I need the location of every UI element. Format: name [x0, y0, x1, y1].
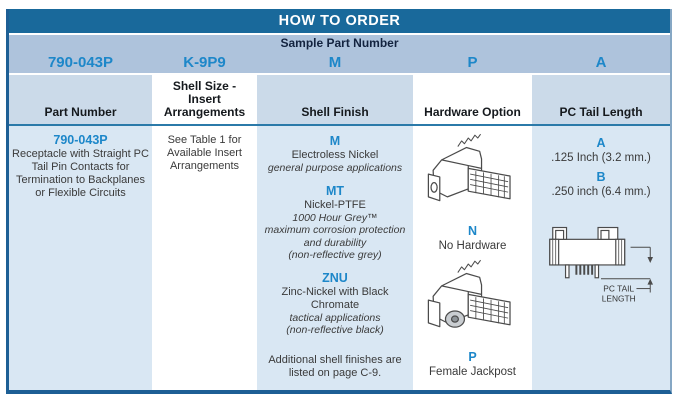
finish-option-m: M Electroless Nickel general purpose app… [268, 134, 402, 175]
connector-female-jackpost-illustration [427, 259, 511, 328]
pc-tail-length-diagram: PC TAIL LENGTH [549, 226, 653, 303]
finish-code: MT [325, 183, 345, 198]
tail-code-a: A [596, 136, 606, 150]
finish-note: 1000 Hour Grey™ [292, 211, 378, 224]
shell-finish-footnote: Additional shell finishes are listed on … [268, 354, 402, 379]
tail-label-b: .250 inch (6.4 mm.) [551, 186, 651, 198]
header-shell-size: Shell Size - Insert Arrangements [152, 75, 257, 124]
finish-option-znu: ZNU Zinc-Nickel with Black Chromate tact… [260, 271, 410, 337]
finish-note: tactical applications [289, 311, 381, 324]
header-hardware-option: Hardware Option [413, 75, 532, 124]
sample-part-number-label: Sample Part Number [9, 35, 670, 51]
header-shell-finish: Shell Finish [257, 75, 413, 124]
column-part-number: 790-043P Receptacle with Straight PC Tai… [9, 126, 152, 390]
hardware-code-p: P [468, 350, 477, 364]
finish-name: Nickel-PTFE [304, 198, 366, 211]
sample-part-number-row: 790-043P K-9P9 M P A [9, 51, 670, 73]
sample-code-part-number: 790-043P [47, 53, 114, 71]
how-to-order-table: HOW TO ORDER Sample Part Number 790-043P… [6, 9, 672, 394]
sample-code-hardware: P [467, 53, 478, 71]
column-pc-tail-length: A .125 Inch (3.2 mm.) B .250 inch (6.4 m… [532, 126, 670, 390]
table-body: 790-043P Receptacle with Straight PC Tai… [9, 126, 670, 390]
finish-note: (non-reflective black) [286, 324, 384, 336]
sample-code-shell-finish: M [328, 53, 342, 71]
part-number-code: 790-043P [53, 133, 108, 147]
hardware-label-p: Female Jackpost [429, 366, 516, 378]
header-pc-tail-length: PC Tail Length [532, 75, 670, 124]
tail-code-b: B [596, 170, 606, 184]
diagram-label-pc-tail: PC TAIL [603, 284, 634, 294]
finish-note: (non-reflective grey) [288, 249, 382, 261]
finish-name: Zinc-Nickel with Black Chromate [281, 285, 389, 311]
sample-code-shell-size: K-9P9 [183, 53, 226, 71]
column-shell-finish: M Electroless Nickel general purpose app… [257, 126, 413, 390]
sample-code-tail-length: A [595, 53, 607, 71]
part-number-description: Receptacle with Straight PC Tail Pin Con… [12, 148, 149, 199]
connector-no-hardware-illustration [427, 133, 511, 202]
finish-code: ZNU [322, 270, 348, 285]
header-divider-line [9, 124, 670, 126]
finish-note: general purpose applications [267, 162, 403, 174]
row-separator [9, 33, 670, 35]
tail-label-a: .125 Inch (3.2 mm.) [551, 152, 651, 164]
finish-code: M [329, 134, 341, 148]
finish-name: Electroless Nickel [291, 149, 379, 161]
header-part-number: Part Number [9, 75, 152, 124]
column-hardware-option: N No Hardware P Female Jackpost [413, 126, 532, 390]
finish-note: maximum corrosion protection and durabil… [264, 224, 406, 249]
hardware-code-n: N [467, 224, 478, 238]
column-header-row: Part Number Shell Size - Insert Arrangem… [9, 75, 670, 124]
table-title: HOW TO ORDER [9, 9, 670, 33]
row-separator [9, 73, 670, 75]
finish-option-mt: MT Nickel-PTFE 1000 Hour Grey™ maximum c… [260, 184, 410, 262]
column-insert-arrangements: See Table 1 for Available Insert Arrange… [152, 126, 257, 390]
diagram-label-length: LENGTH [602, 293, 636, 303]
insert-arrangements-note: See Table 1 for Available Insert Arrange… [166, 134, 242, 172]
hardware-label-n: No Hardware [438, 240, 507, 252]
